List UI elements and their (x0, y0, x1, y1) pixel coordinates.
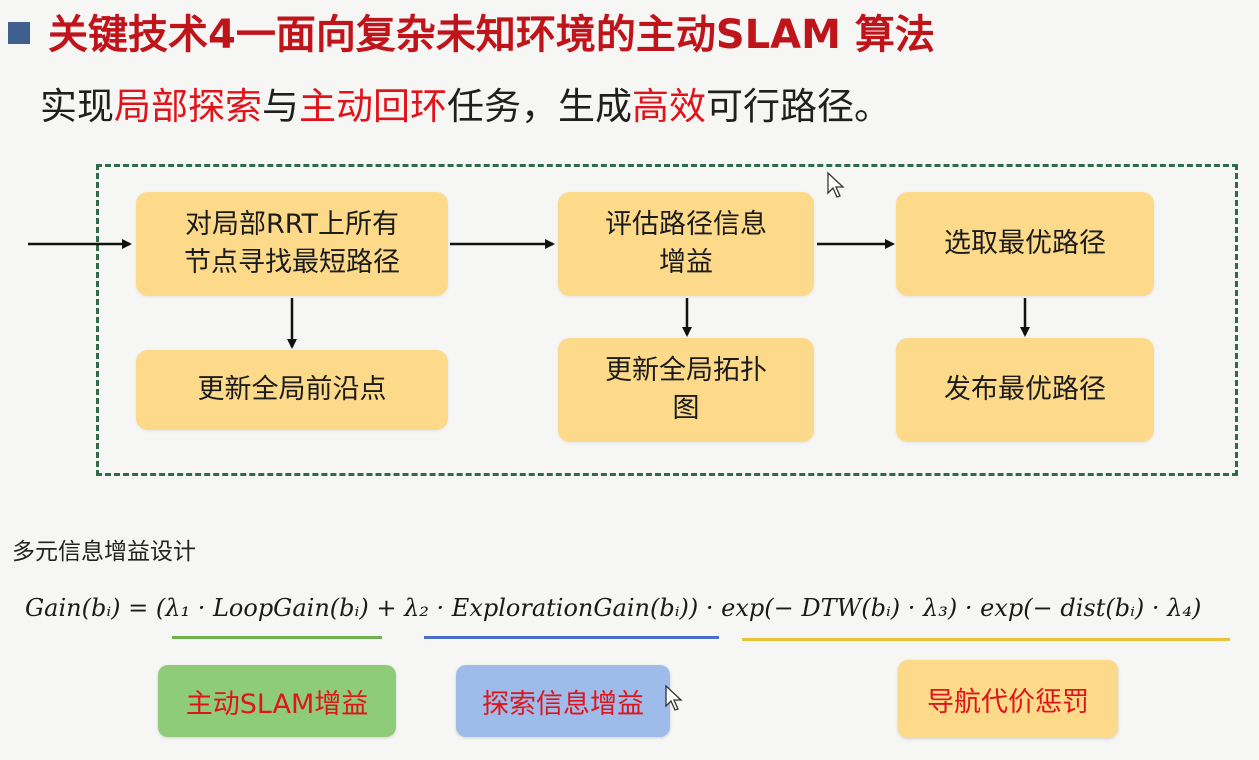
node-update-topology: 更新全局拓扑 图 (558, 338, 814, 442)
title-bullet (8, 22, 30, 44)
underline-explore (424, 636, 719, 639)
node-publish-best-path: 发布最优路径 (896, 338, 1154, 442)
subtitle-highlight: 高效 (632, 85, 706, 128)
underline-nav (742, 638, 1230, 641)
node-shortest-path: 对局部RRT上所有 节点寻找最短路径 (136, 192, 448, 296)
node-evaluate-gain: 评估路径信息 增益 (558, 192, 814, 296)
flow-frame (96, 164, 1238, 476)
subtitle-highlight: 主动回环 (299, 85, 447, 128)
node-update-frontier: 更新全局前沿点 (136, 350, 448, 430)
tag-exploration-gain: 探索信息增益 (456, 665, 670, 737)
gain-formula: Gain(bᵢ) = (λ₁ · LoopGain(bᵢ) + λ₂ · Exp… (25, 594, 1202, 622)
page-title: 关键技术4一面向复杂未知环境的主动SLAM 算法 (48, 12, 935, 58)
subtitle-text: 任务，生成 (447, 85, 632, 128)
tag-navigation-cost: 导航代价惩罚 (898, 660, 1118, 738)
tag-active-slam-gain: 主动SLAM增益 (158, 665, 396, 737)
mouse-pointer-icon (665, 684, 683, 711)
subtitle-highlight: 局部探索 (114, 85, 262, 128)
node-select-best-path: 选取最优路径 (896, 192, 1154, 296)
subtitle-text: 可行路径。 (706, 85, 891, 128)
mouse-pointer-icon (827, 171, 845, 198)
underline-slam (172, 636, 382, 639)
subtitle-text: 与 (262, 85, 299, 128)
gain-section-label: 多元信息增益设计 (12, 539, 196, 565)
subtitle-text: 实现 (40, 85, 114, 128)
page-subtitle: 实现局部探索与主动回环任务，生成高效可行路径。 (40, 76, 891, 130)
